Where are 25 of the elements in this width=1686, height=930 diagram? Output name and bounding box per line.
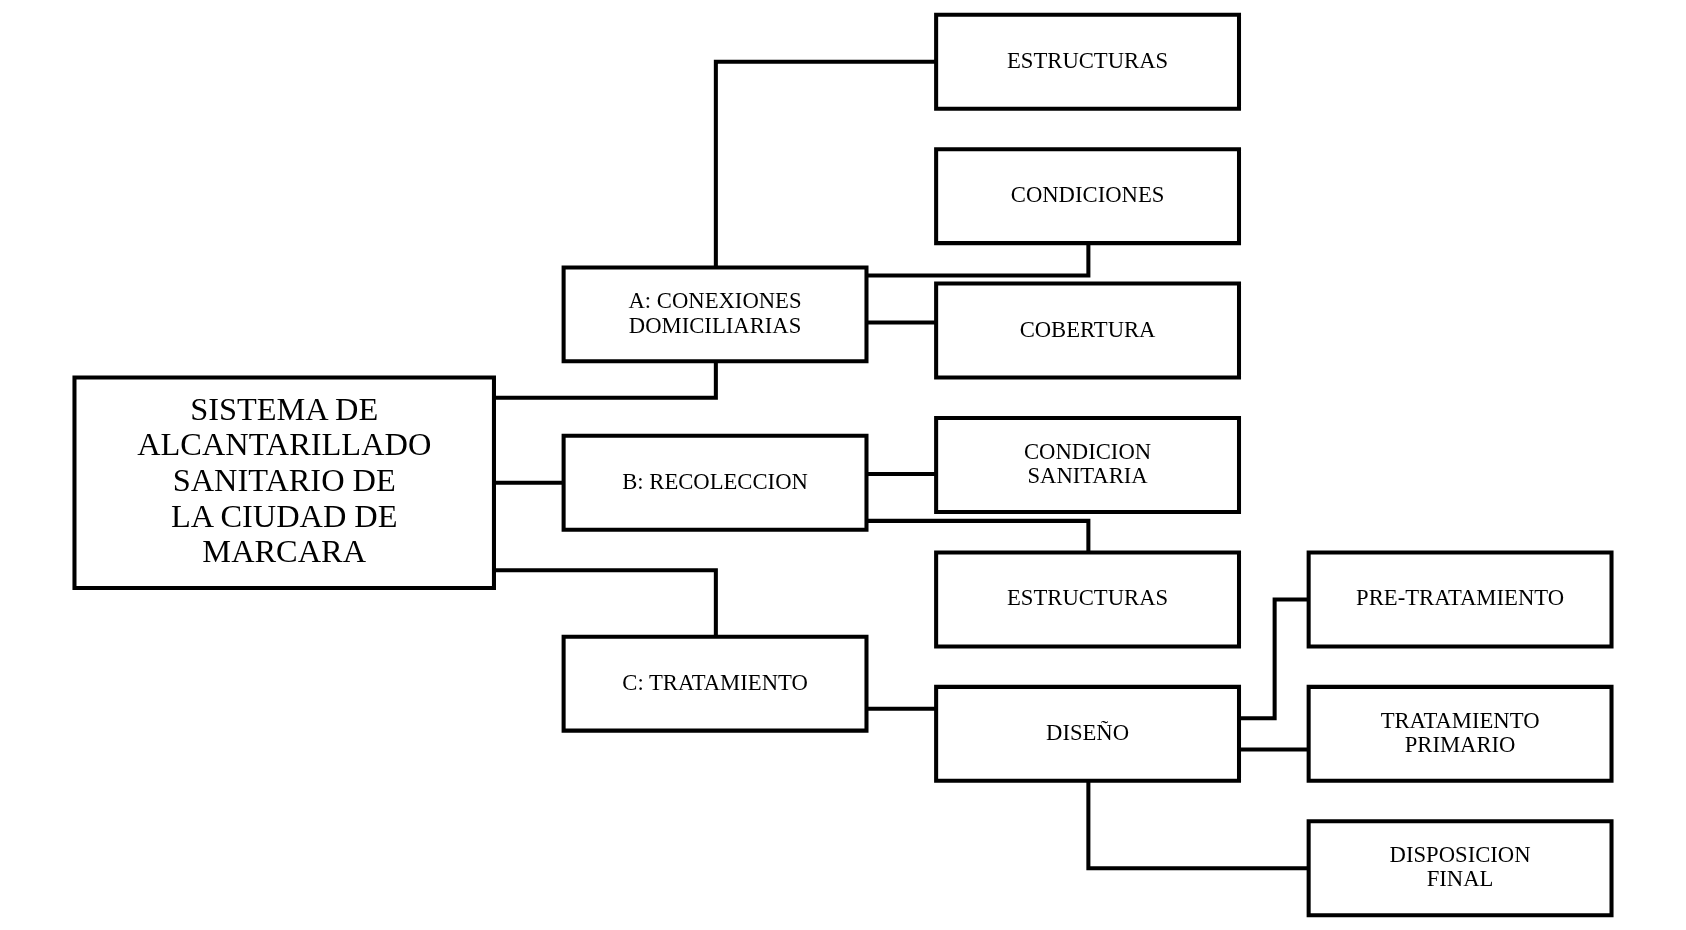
connector <box>713 59 936 267</box>
node-box: CONDICIONES <box>934 147 1242 246</box>
connector <box>494 480 564 485</box>
node-box: B: RECOLECCION <box>561 433 869 532</box>
connector <box>1239 747 1309 752</box>
node-box: SISTEMA DE ALCANTARILLADO SANITARIO DE LA CIUDAD DE MARCARA <box>72 375 496 591</box>
node-box: A: CONEXIONES DOMICILIARIAS <box>561 265 869 364</box>
connector <box>1086 780 1309 871</box>
connector <box>866 706 936 711</box>
node-box: DISPOSICION FINAL <box>1306 819 1614 918</box>
connector <box>866 243 1091 278</box>
connector <box>1239 597 1309 721</box>
connector <box>866 471 936 476</box>
node-box: DISEÑO <box>934 684 1242 783</box>
node-box: C: TRATAMIENTO <box>561 634 869 733</box>
node-box: TRATAMIENTO PRIMARIO <box>1306 684 1614 783</box>
node-box: ESTRUCTURAS <box>934 550 1242 649</box>
node-box: ESTRUCTURAS <box>934 12 1242 111</box>
connector <box>866 320 936 325</box>
connector <box>866 518 1091 553</box>
connector <box>494 361 718 400</box>
node-box: CONDICION SANITARIA <box>934 416 1242 514</box>
node-box: PRE-TRATAMIENTO <box>1306 550 1614 649</box>
node-box: COBERTURA <box>934 281 1242 380</box>
connector <box>494 568 718 637</box>
